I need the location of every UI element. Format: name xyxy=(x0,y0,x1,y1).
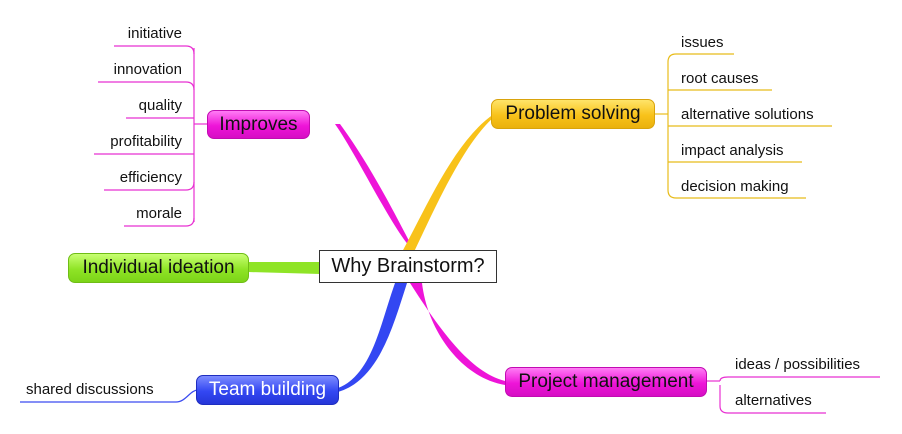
branch-team-building[interactable]: Team building xyxy=(196,375,339,405)
project-management-leaf-connectors xyxy=(707,376,880,414)
team-building-item-shared-discussions[interactable]: shared discussions xyxy=(26,381,154,398)
improves-underline-1 xyxy=(114,45,195,55)
branch-project-management[interactable]: Project management xyxy=(505,367,707,397)
problem-solving-item-issues[interactable]: issues xyxy=(681,34,724,51)
improves-item-profitability[interactable]: profitability xyxy=(110,133,182,150)
branch-team-building-label: Team building xyxy=(208,379,327,400)
branch-problem-solving-label: Problem solving xyxy=(505,103,641,124)
problem-solving-item-impact-analysis[interactable]: impact analysis xyxy=(681,142,784,159)
improves-underline-6 xyxy=(124,217,195,227)
project-management-item-alternatives[interactable]: alternatives xyxy=(735,392,812,409)
improves-item-initiative[interactable]: initiative xyxy=(127,25,182,42)
branch-problem-solving[interactable]: Problem solving xyxy=(491,99,655,129)
central-topic-label: Why Brainstorm? xyxy=(331,255,485,277)
branch-individual-ideation-label: Individual ideation xyxy=(82,257,235,278)
team-building-underline-1 xyxy=(20,389,199,403)
project-management-underline-2 xyxy=(719,405,826,414)
connector-team-building xyxy=(338,283,407,392)
connector-problem-solving xyxy=(402,114,494,252)
improves-underline-5 xyxy=(104,181,195,191)
problem-solving-leaf-connectors xyxy=(655,53,832,199)
improves-item-morale[interactable]: morale xyxy=(136,205,182,222)
central-topic[interactable]: Why Brainstorm? xyxy=(319,250,497,283)
improves-leaf-connectors xyxy=(94,45,207,227)
connector-individual-ideation xyxy=(248,262,320,274)
connector-project-management xyxy=(410,283,505,385)
project-management-item-ideas-possibilities[interactable]: ideas / possibilities xyxy=(735,356,861,373)
problem-solving-underline-5 xyxy=(667,189,806,199)
problem-solving-item-decision-making[interactable]: decision making xyxy=(681,178,789,195)
problem-solving-item-alternative-solutions[interactable]: alternative solutions xyxy=(681,106,814,123)
connector-improves xyxy=(335,124,415,252)
improves-item-efficiency[interactable]: efficiency xyxy=(119,169,182,186)
improves-item-quality[interactable]: quality xyxy=(138,97,182,114)
improves-item-innovation[interactable]: innovation xyxy=(113,61,182,78)
team-building-leaf-connectors xyxy=(20,389,199,403)
branch-individual-ideation[interactable]: Individual ideation xyxy=(68,253,249,283)
improves-underline-2 xyxy=(98,81,195,91)
problem-solving-item-root-causes[interactable]: root causes xyxy=(681,70,759,87)
problem-solving-underline-1 xyxy=(667,53,734,63)
branch-project-management-label: Project management xyxy=(518,371,694,392)
branch-improves-label: Improves xyxy=(219,113,298,135)
project-management-underline-1 xyxy=(719,376,880,382)
branch-improves[interactable]: Improves xyxy=(207,110,310,139)
